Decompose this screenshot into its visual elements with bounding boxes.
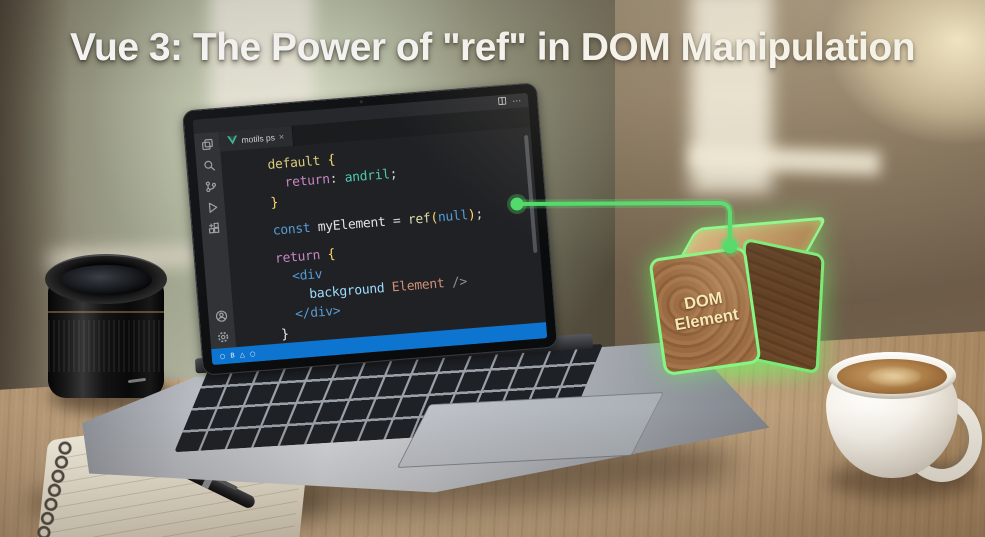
laptop-trackpad[interactable] (397, 392, 665, 469)
editor-main: motils ps × default {return: andril;}con… (218, 106, 546, 347)
code-token: andril (344, 167, 391, 186)
code-token: Element (391, 275, 453, 296)
tab-file-label: motils ps (241, 132, 276, 146)
lens-grip-ribs (48, 320, 164, 373)
webcam-dot (359, 100, 363, 104)
code-token: null (437, 208, 469, 226)
coffee-crema (867, 366, 921, 386)
code-token: { (327, 246, 336, 263)
sunlight-glow (788, 0, 985, 175)
code-token: = (392, 212, 409, 230)
cube-front-face: DOM Element (648, 245, 762, 377)
run-debug-icon[interactable] (206, 201, 219, 214)
code-lines: default {return: andril;}const myElement… (267, 135, 546, 345)
lens-glass (60, 265, 152, 295)
activity-bar-spacer (215, 243, 220, 301)
source-control-icon[interactable] (204, 180, 217, 193)
code-token: </div> (294, 303, 341, 323)
code-token: : (329, 170, 346, 188)
code-token: } (270, 195, 279, 211)
tab-bar: motils ps × (218, 106, 531, 152)
explorer-icon[interactable] (201, 138, 214, 151)
code-token: return (284, 172, 331, 191)
cube-label: DOM Element (673, 288, 740, 335)
settings-gear-icon[interactable] (216, 331, 229, 344)
code-token: ; (474, 206, 484, 223)
dom-element-cube: DOM Element (648, 216, 830, 377)
account-icon[interactable] (215, 310, 228, 323)
search-icon[interactable] (202, 159, 215, 172)
editor-workbench: motils ps × default {return: andril;}con… (193, 106, 546, 350)
status-error-icon: ○ (249, 349, 256, 358)
coffee-surface (837, 359, 947, 394)
vue-logo-icon (227, 131, 238, 150)
code-token: const (272, 220, 319, 239)
camera-lens (44, 254, 170, 402)
code-token: ; (389, 166, 398, 183)
code-token: return (274, 247, 329, 267)
code-token: <div (291, 267, 323, 285)
lens-top (45, 254, 167, 304)
more-actions-icon[interactable]: ⋯ (511, 94, 522, 106)
tab-file[interactable]: motils ps × (218, 125, 294, 152)
screen-bezel: ⋯ (181, 82, 559, 376)
coffee-cup (818, 348, 985, 496)
code-token: { (327, 152, 336, 169)
code-editor[interactable]: default {return: andril;}const myElement… (220, 127, 546, 347)
page-title: Vue 3: The Power of "ref" in DOM Manipul… (69, 26, 916, 69)
code-token: ref (407, 211, 432, 228)
split-editor-icon[interactable] (497, 96, 507, 108)
editor-titlebar: ⋯ (192, 92, 529, 134)
code-token: } (280, 326, 290, 343)
lens-accent-ring (48, 310, 164, 313)
status-remote-icon: ○ (219, 351, 226, 360)
code-token: /> (451, 274, 468, 291)
tab-close-icon[interactable]: × (278, 131, 285, 142)
status-warning-icon: △ (239, 349, 246, 359)
laptop-screen: ⋯ (181, 82, 559, 376)
code-token: myElement (317, 214, 394, 236)
status-branch-icon: B (230, 350, 236, 360)
activity-bar (193, 131, 237, 350)
extensions-icon[interactable] (207, 222, 220, 235)
code-editor-window: ⋯ (192, 92, 548, 366)
